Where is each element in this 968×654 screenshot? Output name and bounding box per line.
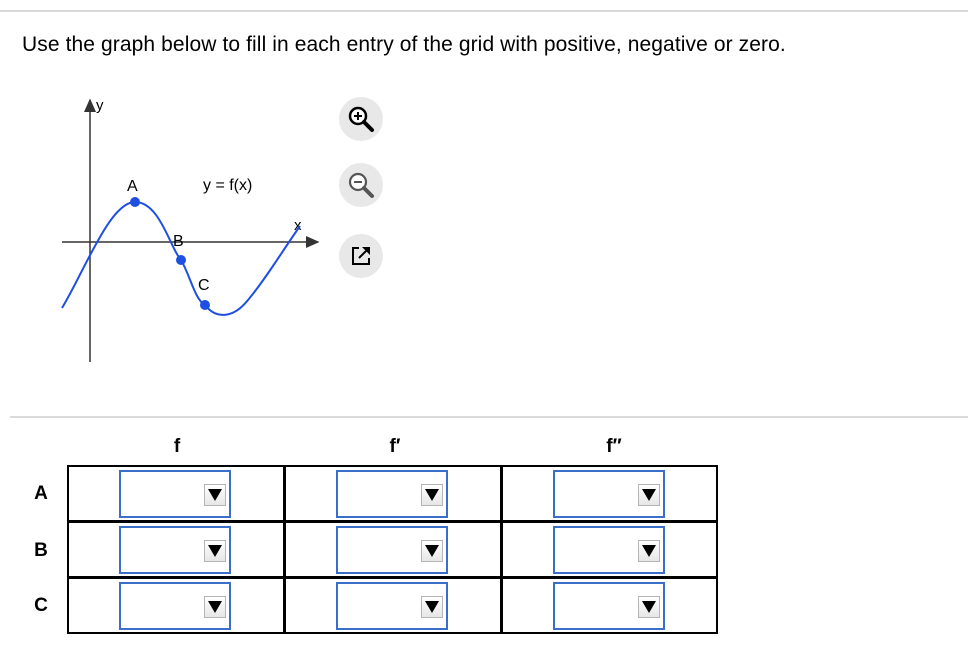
- dropdown-arrow-icon[interactable]: [638, 596, 660, 618]
- zoom-in-icon: [348, 106, 374, 132]
- grid-border-bottom: [67, 632, 718, 634]
- row-header-b: B: [34, 540, 48, 561]
- grid-border-row-2: [67, 576, 718, 579]
- zoom-in-button[interactable]: [339, 97, 383, 141]
- select-c-f-double-prime[interactable]: [553, 582, 665, 630]
- dropdown-arrow-icon[interactable]: [421, 596, 443, 618]
- select-c-f[interactable]: [119, 582, 231, 630]
- dropdown-arrow-icon[interactable]: [638, 540, 660, 562]
- select-b-f[interactable]: [119, 526, 231, 574]
- point-c: [200, 300, 210, 310]
- grid-border-col-2: [500, 465, 503, 634]
- zoom-out-button[interactable]: [339, 163, 383, 207]
- function-graph: y x y = f(x) A B C: [0, 90, 330, 370]
- point-a: [130, 197, 140, 207]
- point-b: [176, 255, 186, 265]
- select-c-f-prime[interactable]: [336, 582, 448, 630]
- popout-button[interactable]: [339, 234, 383, 278]
- select-a-f-double-prime[interactable]: [553, 470, 665, 518]
- grid-border-right: [716, 465, 718, 634]
- dropdown-arrow-icon[interactable]: [204, 484, 226, 506]
- grid-border-col-1: [283, 465, 286, 634]
- function-curve: [61, 200, 301, 316]
- dropdown-arrow-icon[interactable]: [204, 596, 226, 618]
- zoom-out-icon: [348, 172, 374, 198]
- select-a-f[interactable]: [119, 470, 231, 518]
- section-divider: [10, 416, 968, 418]
- grid-border-row-1: [67, 520, 718, 523]
- point-b-label: B: [173, 233, 184, 250]
- point-a-label: A: [127, 178, 138, 195]
- x-axis-label: x: [294, 217, 302, 234]
- function-label: y = f(x): [203, 177, 252, 194]
- row-header-c: C: [34, 595, 48, 616]
- external-window-icon: [352, 247, 370, 265]
- select-a-f-prime[interactable]: [336, 470, 448, 518]
- grid-border-left: [67, 465, 69, 634]
- column-header-f-prime: f′: [389, 436, 401, 457]
- column-header-f-double-prime: f′′: [606, 436, 622, 457]
- grid-border-top: [67, 465, 718, 467]
- point-c-label: C: [198, 277, 210, 294]
- select-b-f-prime[interactable]: [336, 526, 448, 574]
- question-prompt: Use the graph below to fill in each entr…: [22, 33, 786, 56]
- dropdown-arrow-icon[interactable]: [421, 484, 443, 506]
- dropdown-arrow-icon[interactable]: [421, 540, 443, 562]
- row-header-a: A: [34, 483, 48, 504]
- select-b-f-double-prime[interactable]: [553, 526, 665, 574]
- column-header-f: f: [173, 436, 181, 457]
- dropdown-arrow-icon[interactable]: [638, 484, 660, 506]
- dropdown-arrow-icon[interactable]: [204, 540, 226, 562]
- y-axis-label: y: [96, 97, 104, 114]
- top-divider: [0, 10, 968, 12]
